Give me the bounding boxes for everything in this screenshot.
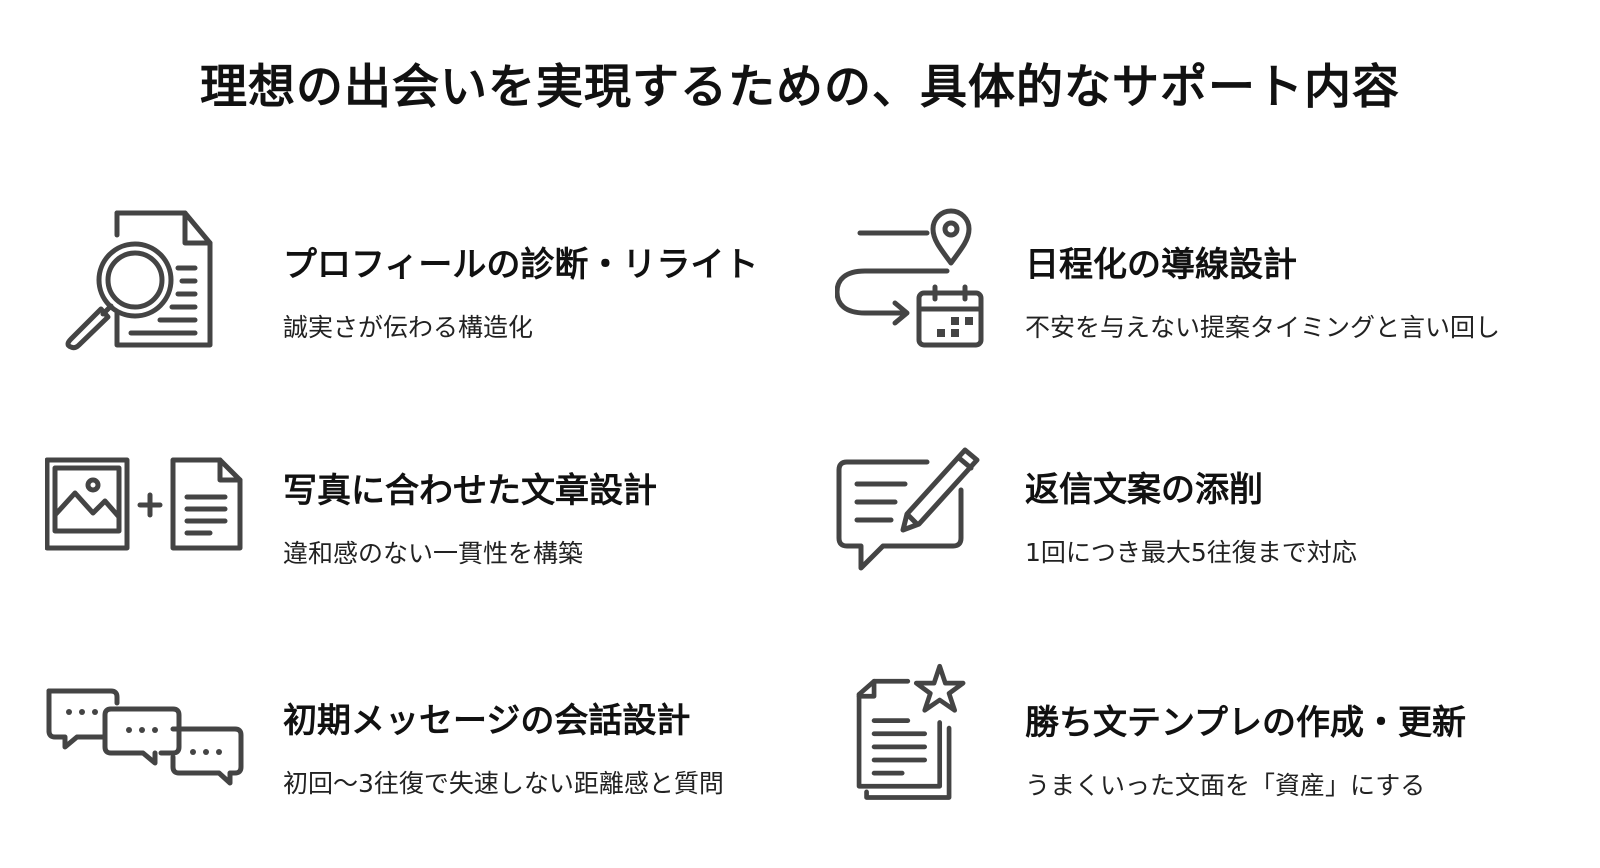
feature-item-initial-message: 初期メッセージの会話設計 初回〜3往復で失速しない距離感と質問 (45, 685, 805, 845)
item-title: 初期メッセージの会話設計 (283, 701, 691, 741)
item-title: 返信文案の添削 (1025, 470, 1263, 510)
feature-item-profile: プロフィールの診断・リライト 誠実さが伝わる構造化 (45, 205, 805, 365)
document-search-icon (45, 205, 215, 355)
feature-item-reply-review: 返信文案の添削 1回につき最大5往復まで対応 (835, 440, 1595, 600)
photo-plus-document-icon (44, 455, 245, 555)
page-title: 理想の出会いを実現するための、具体的なサポート内容 (200, 60, 1400, 115)
item-title: 勝ち文テンプレの作成・更新 (1025, 703, 1466, 743)
document-star-icon (835, 655, 1005, 805)
item-description: 初回〜3往復で失速しない距離感と質問 (283, 769, 724, 798)
message-edit-icon (835, 440, 1005, 590)
item-description: 誠実さが伝わる構造化 (283, 313, 534, 342)
chat-bubbles-icon (45, 685, 245, 795)
item-title: 日程化の導線設計 (1025, 245, 1297, 285)
route-calendar-icon (834, 205, 1005, 355)
item-description: 不安を与えない提案タイミングと言い回し (1025, 313, 1501, 342)
item-description: 1回につき最大5往復まで対応 (1025, 538, 1357, 567)
feature-item-templates: 勝ち文テンプレの作成・更新 うまくいった文面を「資産」にする (835, 655, 1595, 815)
feature-item-photo-text: 写真に合わせた文章設計 違和感のない一貫性を構築 (44, 455, 805, 615)
item-title: 写真に合わせた文章設計 (283, 471, 657, 511)
item-description: 違和感のない一貫性を構築 (283, 539, 584, 568)
feature-item-scheduling: 日程化の導線設計 不安を与えない提案タイミングと言い回し (834, 205, 1595, 365)
item-description: うまくいった文面を「資産」にする (1025, 771, 1426, 800)
item-title: プロフィールの診断・リライト (283, 245, 759, 285)
